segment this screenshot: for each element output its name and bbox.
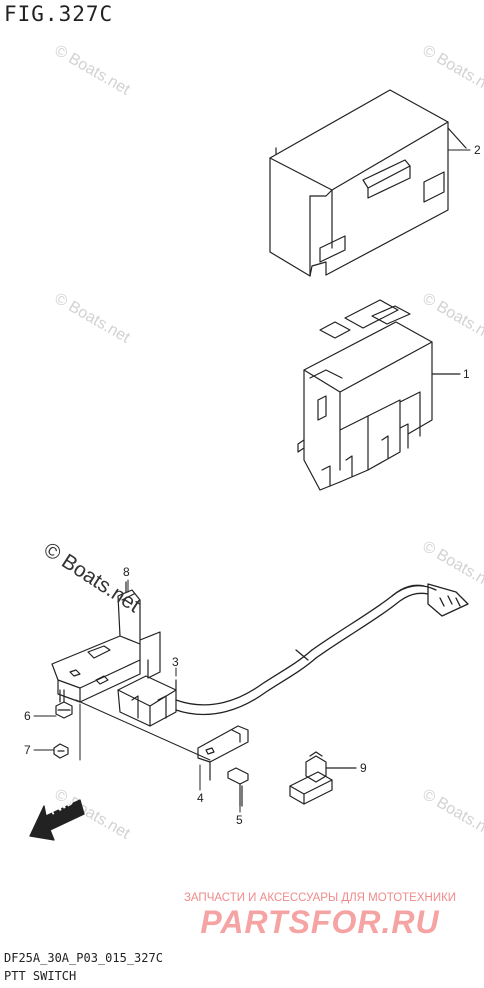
figure-code: DF25A_30A_P03_015_327C [4, 951, 163, 965]
figure-title: FIG.327C [4, 2, 114, 26]
module-box-part-2 [269, 89, 467, 277]
callout-part-7: 7 [24, 743, 31, 757]
switch-part-3 [117, 675, 177, 727]
bracket-part-8 [51, 581, 161, 703]
leader-lines [33, 149, 471, 813]
callout-part-8: 8 [123, 565, 130, 579]
callout-part-4: 4 [197, 791, 204, 805]
nut-part-7 [53, 743, 69, 759]
wiring-harness [175, 583, 469, 716]
callout-part-1: 1 [463, 367, 470, 381]
advert-tagline: ЗАПЧАСТИ И АКСЕССУАРЫ ДЛЯ МОТОТЕХНИКИ [183, 892, 457, 904]
callout-part-3: 3 [172, 655, 179, 669]
callout-part-2: 2 [474, 143, 481, 157]
fwd-arrow-icon [29, 799, 85, 841]
callout-part-6: 6 [24, 709, 31, 723]
plate-part-4 [197, 725, 249, 781]
callout-part-5: 5 [236, 813, 243, 827]
figure-name: PTT SWITCH [4, 969, 77, 983]
callout-part-9: 9 [360, 761, 367, 775]
module-part-1 [297, 299, 461, 491]
screw-part-5 [227, 767, 249, 807]
bolt-part-6 [55, 689, 73, 719]
switch-part-9 [289, 751, 357, 805]
advert-logo: PARTSFOR.RU [200, 904, 440, 940]
